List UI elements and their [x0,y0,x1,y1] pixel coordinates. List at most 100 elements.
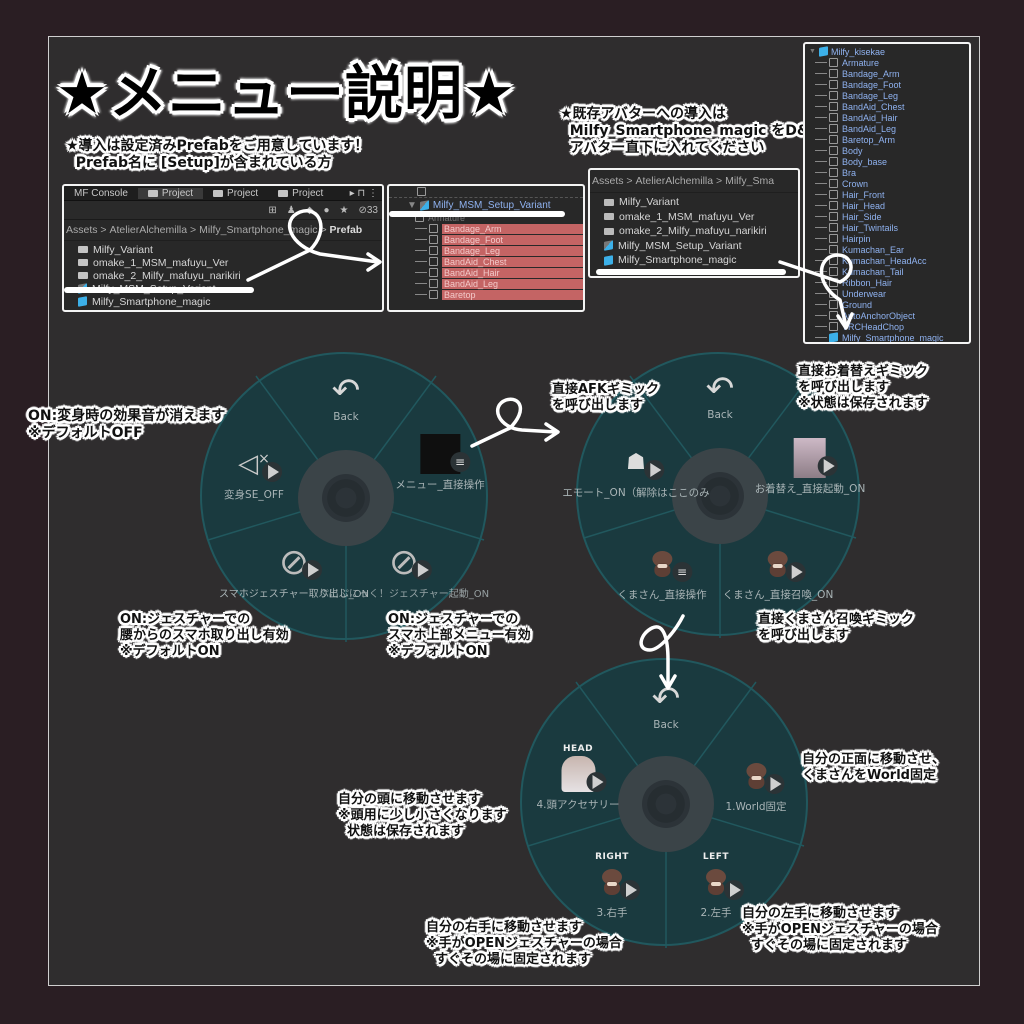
favorite-icon[interactable]: ★ [339,204,349,216]
item-tag: RIGHT [595,852,629,862]
hierarchy-item[interactable]: VRCHeadChop [805,321,969,332]
gameobject-icon [429,246,438,255]
menu-item-head[interactable]: HEAD 4.頭アクセサリー [536,744,620,811]
hierarchy-item[interactable]: Body_base [805,156,969,167]
gameobject-icon [829,245,838,254]
menu-item-emote[interactable]: ☗ エモート_ON（解除はここのみ [562,442,709,500]
menu-item-left-hand[interactable]: LEFT 2.左手 [694,852,744,920]
gameobject-icon [829,267,838,276]
menu-item-se-off[interactable]: ◁× 変身SE_OFF [224,444,284,502]
hierarchy-root[interactable]: ▼Milfy_MSM_Setup_Variant [407,199,551,211]
hierarchy-root[interactable]: ▼Milfy_kisekae [809,46,885,57]
hierarchy-item[interactable]: Bandage_Arm [805,68,969,79]
gameobject-icon [829,234,838,243]
hidden-count-icon[interactable]: ⊘33 [358,204,378,216]
hierarchy-item[interactable]: BandAid_Leg [389,278,583,289]
list-item[interactable]: omake_2_Milfy_mafuyu_narikiri [64,269,382,282]
breadcrumb-atelier[interactable]: AtelierAlchemilla [109,224,188,236]
back-button[interactable]: ↶Back [651,679,681,731]
gameobject-icon [829,146,838,155]
tab-project-3[interactable]: Project [268,188,333,199]
hierarchy-item[interactable]: Hair_Front [805,189,969,200]
hierarchy-item[interactable]: BandAid_Hair [389,267,583,278]
underline-annotation [389,211,565,217]
lock-icon[interactable]: ▸ ⊓ ⋮ [349,187,378,199]
radial-center[interactable] [618,756,714,852]
caption-bear-summon: 直接くまさん召喚ギミック を呼び出します [758,612,915,643]
radial-center[interactable] [672,448,768,544]
gameobject-icon [829,300,838,309]
list-item[interactable]: Milfy_MSM_Setup_Variant [590,239,798,254]
menu-item-gesture-start[interactable]: ⊘ ぷにぷにっく！ジェスチャー起動_ON [318,541,490,601]
bear-summon-icon [756,544,806,584]
menu-item-bear-summon[interactable]: くまさん_直接召喚_ON [723,544,833,602]
caption-right-hand: 自分の右手に移動させます ※手がOPENジェスチャーの場合 すぐその場に固定され… [426,920,622,967]
gameobject-icon [417,187,426,196]
project-toolbar: ⊞ ♟ ◆ ● ★ ⊘33 [64,201,382,220]
hierarchy-item[interactable]: Milfy_Smartphone_magic [805,332,969,342]
hierarchy-item[interactable]: Bra [805,167,969,178]
breadcrumb-milfy-smartphone[interactable]: Milfy_Sma [725,175,775,187]
list-item[interactable]: Milfy_Variant [64,243,382,256]
filter-icon[interactable]: ♟ [286,204,296,216]
list-item[interactable]: Milfy_Smartphone_magic [590,253,798,268]
tab-mf-console[interactable]: MF Console [74,187,128,199]
menu-item-outfit[interactable]: お着替え_直接起動_ON [755,438,865,496]
hierarchy-item[interactable]: Bandage_Leg [389,245,583,256]
tab-project-2[interactable]: Project [203,188,268,199]
bear-world-icon [734,756,784,796]
hierarchy-item[interactable]: BandAid_Chest [805,101,969,112]
radial-center[interactable] [298,450,394,546]
bear-head-icon [556,754,606,794]
gameobject-icon [829,58,838,67]
gameobject-icon [829,69,838,78]
list-item[interactable]: Milfy_Smartphone_magic [64,295,382,308]
breadcrumb-assets[interactable]: Assets [66,224,98,236]
hierarchy-item[interactable]: Baretop [389,289,583,300]
toggle-play-icon [411,560,432,580]
hierarchy-item[interactable]: BandAid_Hair [805,112,969,123]
folder-icon [78,246,88,253]
breadcrumb-atelier[interactable]: AtelierAlchemilla [635,175,714,187]
list-item[interactable]: omake_1_MSM_mafuyu_Ver [64,256,382,269]
hierarchy-item[interactable]: Body [805,145,969,156]
hierarchy-item[interactable]: Hair_Head [805,200,969,211]
list-item[interactable]: omake_2_Milfy_mafuyu_narikiri [590,224,798,239]
hierarchy-item[interactable]: Bandage_Foot [805,79,969,90]
existing-note-line1: ★既存アバターへの導入は [560,106,726,122]
hierarchy-item[interactable]: BandAid_Chest [389,256,583,267]
hierarchy-item[interactable]: Hairpin [805,233,969,244]
caption-waist-phone: ON:ジェスチャーでの 腰からのスマホ取り出し有効 ※デフォルトON [120,612,289,659]
menu-item-bear-direct[interactable]: ≡ くまさん_直接操作 [617,544,707,602]
menu-item-world[interactable]: 1.World固定 [725,756,787,814]
list-item[interactable]: omake_1_MSM_mafuyu_Ver [590,210,798,225]
hierarchy-item[interactable]: Kumachan_Ear [805,244,969,255]
gameobject-icon [829,124,838,133]
menu-item-gesture-takeout[interactable]: ⊘ スマホジェスチャー取り出し_ON [219,541,369,601]
hierarchy-item[interactable]: Bandage_Foot [389,234,583,245]
menu-item-right-hand[interactable]: RIGHT 3.右手 [590,852,640,920]
list-item[interactable]: Milfy_Variant [590,195,798,210]
bear-right-icon [590,862,640,902]
hierarchy-item[interactable]: BandAid_Leg [805,123,969,134]
hierarchy-item[interactable]: Bandage_Leg [805,90,969,101]
menu-item-direct-menu[interactable]: ≡ メニュー_直接操作 [395,434,485,492]
back-button[interactable]: ↶Back [705,369,735,421]
breadcrumb-assets[interactable]: Assets [592,175,624,187]
search-by-type-icon[interactable]: ⊞ [268,204,277,216]
hierarchy-item[interactable]: Ground [805,299,969,310]
warning-icon[interactable]: ● [323,204,330,216]
radial-menu-bear: ↶Back HEAD 4.頭アクセサリー 1.World固定 RIGHT 3.右… [520,658,808,948]
gameobject-icon [829,179,838,188]
hierarchy-item[interactable]: Hair_Side [805,211,969,222]
hierarchy-item[interactable]: Crown [805,178,969,189]
hierarchy-item[interactable]: Bandage_Arm [389,223,583,234]
gameobject-icon [429,279,438,288]
gameobject-icon [829,190,838,199]
hierarchy-item[interactable]: Hair_Twintails [805,222,969,233]
hierarchy-item[interactable]: Baretop_Arm [805,134,969,145]
back-button[interactable]: ↶Back [331,371,361,423]
breadcrumb-prefab[interactable]: Prefab [329,224,363,236]
hierarchy-item[interactable]: Armature [805,57,969,68]
tab-project-1[interactable]: Project [137,187,204,199]
